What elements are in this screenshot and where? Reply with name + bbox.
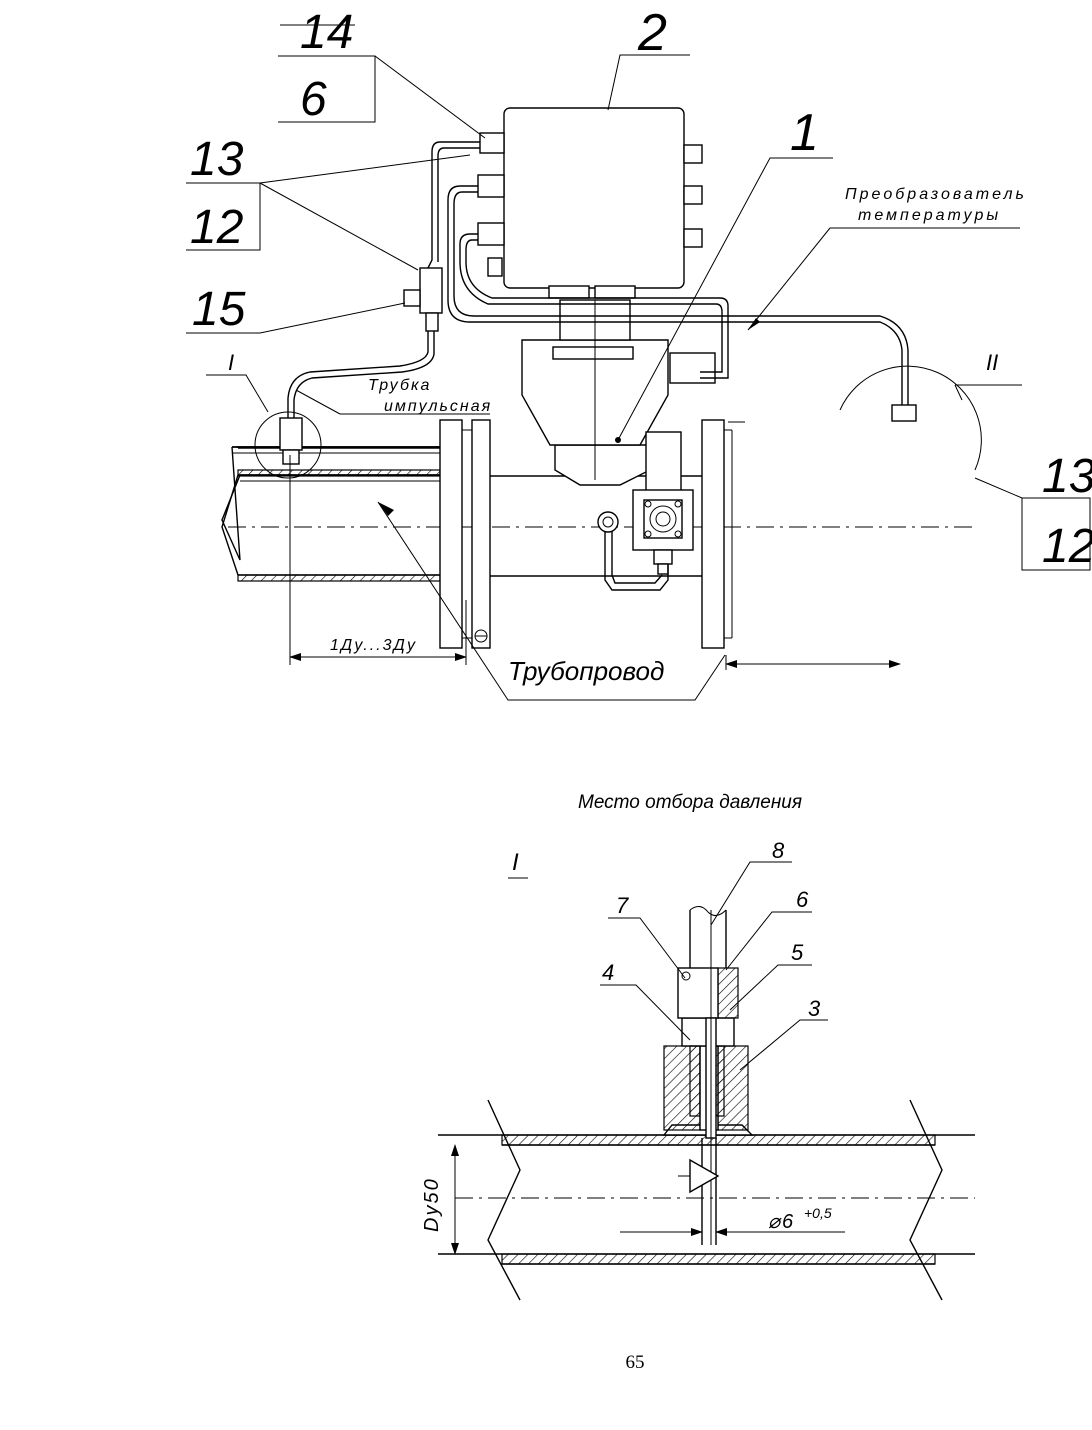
detail-fitting <box>662 906 754 1245</box>
leader-lines <box>186 24 1091 701</box>
detail-label-6: 6 <box>796 887 809 912</box>
impulse-tube <box>279 267 443 465</box>
label-2: 2 <box>637 4 667 62</box>
label-12-right: 12 <box>1042 520 1092 573</box>
detail-circle-II <box>839 365 982 471</box>
label-12-left: 12 <box>190 201 243 254</box>
diameter-tolerance: +0,5 <box>804 1205 832 1221</box>
label-13-left: 13 <box>190 133 244 186</box>
detail-leaders <box>451 861 845 1255</box>
detail-label-4: 4 <box>602 960 614 985</box>
detail-title: Место отбора давления <box>578 792 802 813</box>
pipe-walls <box>221 447 441 582</box>
detail-roman-I: I <box>512 849 519 876</box>
detail-label-7: 7 <box>616 893 629 918</box>
pressure-tap-detail: Место отбора давления I <box>421 792 975 1301</box>
diameter-label: ⌀6 <box>768 1211 795 1233</box>
detail-label-8: 8 <box>772 838 785 863</box>
dy50-label: Dy50 <box>421 1177 443 1232</box>
roman-II: II <box>986 350 998 375</box>
roman-I: I <box>228 350 234 375</box>
temp-converter-line2: температуры <box>858 207 1001 224</box>
page-number: 65 <box>625 1352 645 1373</box>
detail-pipe <box>438 1099 975 1301</box>
detail-label-5: 5 <box>791 940 804 965</box>
detail-circle-I <box>254 411 322 479</box>
label-14: 14 <box>300 6 353 59</box>
meter-body <box>490 299 716 591</box>
temp-converter-line1: Преобразователь <box>845 186 1027 203</box>
dimension-1du-3du: 1Ду...3Ду <box>330 637 417 654</box>
electronics-box <box>477 107 703 299</box>
label-15: 15 <box>192 283 246 336</box>
label-6: 6 <box>300 73 327 126</box>
pipeline-label: Трубопровод <box>508 656 664 686</box>
detail-label-3: 3 <box>808 996 821 1021</box>
tube-line2: импульсная <box>384 398 492 415</box>
label-1: 1 <box>790 104 819 162</box>
flange-left <box>439 419 491 649</box>
label-13-right: 13 <box>1042 450 1092 503</box>
flange-right <box>701 419 745 649</box>
tube-line1: Трубка <box>368 377 431 394</box>
main-assembly: 14 6 2 1 13 12 15 13 12 I II Преобразова… <box>186 4 1092 701</box>
cables <box>425 141 917 422</box>
